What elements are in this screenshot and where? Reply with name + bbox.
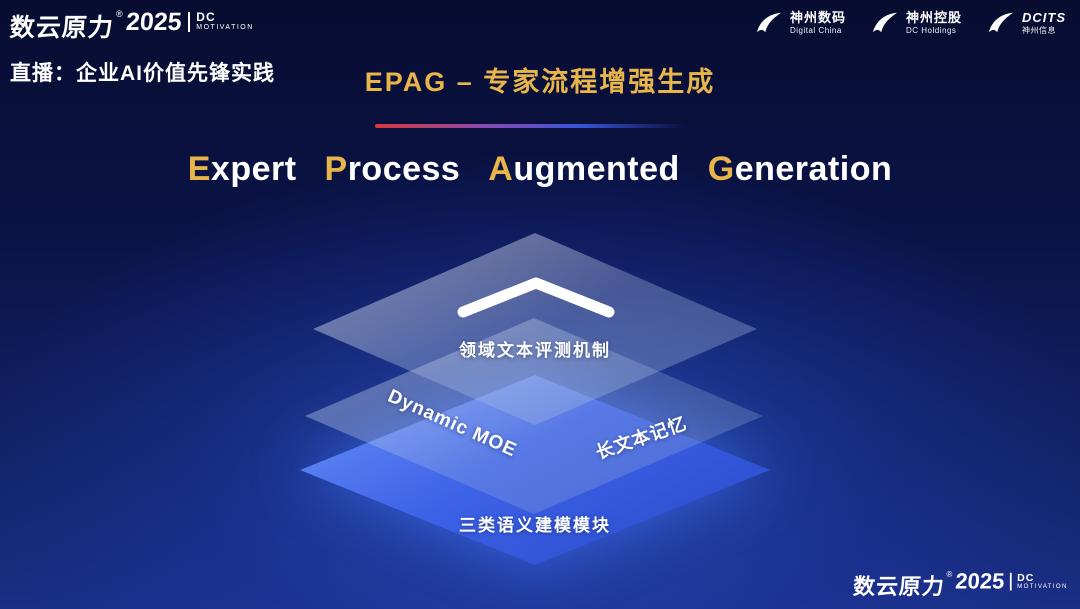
- title-word: Generation: [707, 150, 893, 188]
- brand-motivation-text: MOTIVATION: [1017, 583, 1068, 590]
- title-word: Process: [324, 150, 461, 188]
- partner-name-en: DCITS: [1022, 9, 1066, 25]
- swoosh-icon: [988, 12, 1014, 33]
- brand-motivation-text: MOTIVATION: [196, 23, 254, 31]
- title-word: Expert: [187, 150, 297, 188]
- title-word: Augmented: [488, 150, 680, 188]
- partner-logo-dc-holdings: 神州控股 DC Holdings: [870, 10, 962, 36]
- partner-logos: 神州数码 Digital China 神州控股 DC Holdings DCIT…: [754, 10, 1066, 36]
- swoosh-icon: [872, 12, 898, 33]
- brand-registered-mark: ®: [116, 9, 123, 19]
- brand-dc-text: DC: [196, 10, 216, 24]
- main-title: Expert Process Augmented Generation: [0, 150, 1080, 189]
- partner-name-cn: 神州控股: [905, 9, 962, 25]
- top-layer-label: 领域文本评测机制: [459, 341, 611, 360]
- brand-year: 2025: [954, 569, 1006, 594]
- partner-logo-dcits: DCITS 神州信息: [986, 10, 1066, 36]
- gradient-divider-line: [375, 124, 687, 128]
- brand-divider: [188, 12, 191, 32]
- bottom-layer-label: 三类语义建模模块: [459, 516, 611, 535]
- brand-divider: [1010, 572, 1013, 591]
- partner-name-cn: 神州信息: [1022, 25, 1056, 35]
- partner-name-en: DC Holdings: [905, 25, 957, 35]
- partner-logo-digital-china: 神州数码 Digital China: [754, 10, 846, 36]
- partner-name-cn: 神州数码: [789, 9, 846, 25]
- brand-subtitle: DC MOTIVATION: [196, 11, 254, 31]
- partner-name-en: Digital China: [789, 25, 842, 35]
- brand-subtitle: DC MOTIVATION: [1017, 572, 1068, 590]
- brand-registered-mark: ®: [946, 570, 953, 579]
- brand-dc-text: DC: [1017, 571, 1035, 584]
- live-stream-label: 直播：企业AI价值先锋实践: [10, 62, 275, 85]
- brand-logo: 数云原力 ® 2025 DC MOTIVATION: [9, 8, 254, 44]
- brand-logo-footer: 数云原力 ® 2025 DC MOTIVATION: [852, 569, 1068, 601]
- slide-title: EPAG – 专家流程增强生成: [364, 67, 716, 97]
- brand-name: 数云原力: [852, 574, 946, 600]
- chevron-up-icon: [457, 277, 615, 318]
- swoosh-icon: [756, 12, 782, 33]
